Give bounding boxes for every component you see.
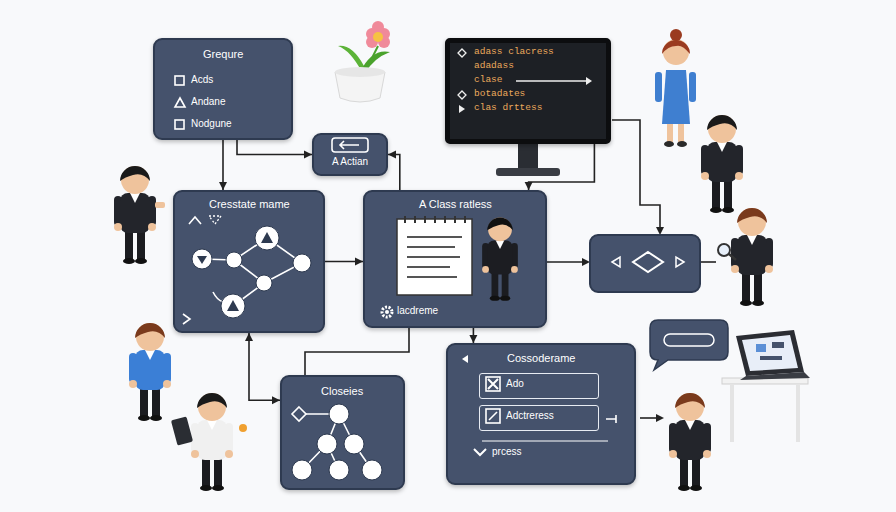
arrowhead bbox=[525, 182, 533, 190]
connector bbox=[388, 151, 400, 191]
magnifier bbox=[718, 244, 736, 260]
code-line: adadass bbox=[474, 61, 514, 72]
node-icon bbox=[450, 43, 606, 139]
flower-pot bbox=[335, 21, 390, 102]
list-item: Nodgune bbox=[191, 118, 232, 130]
person-figure bbox=[114, 166, 156, 264]
code-line: clase bbox=[474, 75, 503, 86]
class-box: A Class ratless lacdreme bbox=[363, 190, 547, 328]
hand bbox=[155, 202, 165, 208]
person-figure bbox=[669, 393, 711, 491]
connector bbox=[305, 328, 409, 375]
arrowhead bbox=[355, 258, 363, 266]
box-heading: Cossoderame bbox=[507, 352, 575, 365]
arrowhead bbox=[469, 335, 477, 343]
monitor-screen: adass clacress adadass clase botadates clas … bbox=[445, 38, 611, 144]
box-footer: prcess bbox=[492, 446, 521, 458]
person-figure bbox=[731, 208, 773, 306]
panel-box: GrequreAcdsAndaneNodgune bbox=[153, 38, 293, 140]
list-item: Acds bbox=[191, 74, 213, 86]
option-row: Adctreress bbox=[479, 405, 599, 431]
laptop-desk bbox=[722, 330, 810, 442]
node-icon bbox=[365, 192, 545, 326]
arrowhead bbox=[245, 333, 253, 341]
connector-line bbox=[237, 140, 312, 155]
arrowhead bbox=[272, 396, 280, 404]
action-box: A Actian bbox=[312, 133, 388, 176]
class-tree-box: Closeies bbox=[280, 375, 405, 490]
node-icon bbox=[175, 192, 323, 331]
connector bbox=[237, 140, 312, 159]
connector-line bbox=[249, 333, 280, 400]
woman-figure bbox=[655, 29, 696, 147]
box-heading: A Class ratless bbox=[419, 198, 492, 211]
option-label: Ado bbox=[506, 378, 524, 390]
panel-heading: Grequre bbox=[203, 48, 243, 61]
connector-line bbox=[529, 144, 595, 190]
box-heading: Closeies bbox=[321, 385, 363, 398]
monitor-stand bbox=[496, 144, 560, 176]
person-figure bbox=[701, 115, 743, 213]
code-line: botadates bbox=[474, 89, 525, 100]
process-box: Cossoderame prcess AdoAdctreress bbox=[446, 343, 636, 485]
box-heading: Cresstate mame bbox=[209, 198, 290, 211]
connector bbox=[325, 258, 363, 266]
connector bbox=[245, 333, 280, 404]
person-figure bbox=[129, 323, 171, 421]
option-row: Ado bbox=[479, 373, 599, 399]
box-footer: lacdreme bbox=[397, 305, 438, 317]
box-label: A Actian bbox=[332, 156, 368, 168]
tablet bbox=[171, 416, 193, 445]
connector bbox=[525, 144, 595, 190]
person-figure bbox=[191, 393, 233, 491]
option-label: Adctreress bbox=[506, 410, 554, 422]
node-icon bbox=[314, 135, 386, 173]
connector bbox=[469, 328, 477, 343]
speech-bubble bbox=[650, 320, 728, 370]
code-line: adass clacress bbox=[474, 47, 554, 58]
state-box: Cresstate mame bbox=[173, 190, 325, 333]
code-line: clas drttess bbox=[474, 103, 542, 114]
pen-dot bbox=[239, 424, 247, 432]
node-icon bbox=[480, 374, 597, 395]
list-item: Andane bbox=[191, 96, 225, 108]
diamond-panel bbox=[590, 235, 700, 292]
connector-line bbox=[305, 328, 409, 375]
connector bbox=[219, 140, 227, 190]
connector-line bbox=[388, 155, 400, 191]
arrowhead bbox=[304, 151, 312, 159]
arrowhead bbox=[219, 182, 227, 190]
arrowhead bbox=[388, 151, 396, 159]
